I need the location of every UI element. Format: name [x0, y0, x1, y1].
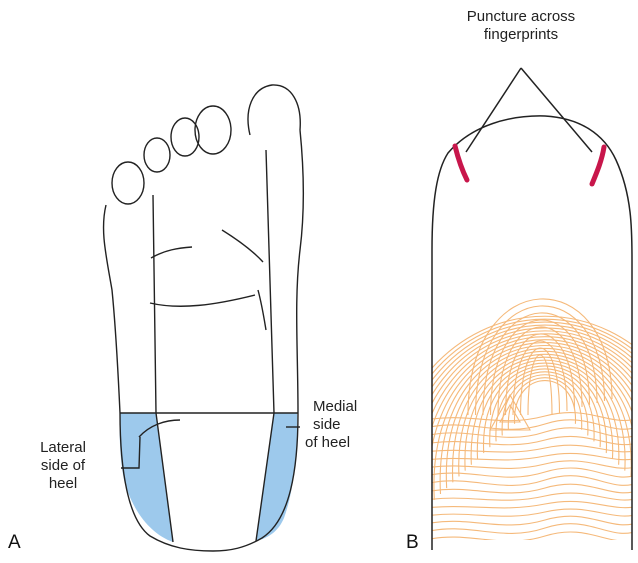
- toe-2: [195, 106, 231, 154]
- medial-label-line-2: side: [305, 416, 385, 434]
- finger-outline: [432, 116, 632, 550]
- finger-drawing: [432, 68, 632, 550]
- panel-b-letter: B: [406, 532, 419, 554]
- puncture-mark-right: [592, 147, 604, 184]
- puncture-marks: [455, 146, 604, 184]
- panel-a-letter: A: [8, 532, 21, 554]
- sole-crease-2: [222, 230, 263, 262]
- medial-label-line-3: of heel: [305, 434, 385, 452]
- lateral-label-line-1: Lateral: [28, 439, 98, 457]
- toe-4: [144, 138, 170, 172]
- toe-5: [112, 162, 144, 204]
- lateral-heel-label: Lateral side of heel: [28, 439, 98, 493]
- sole-crease-1: [151, 247, 192, 258]
- lateral-label-line-3: heel: [28, 475, 98, 493]
- puncture-label-line-1: Puncture across: [441, 8, 601, 26]
- medial-heel-area: [256, 413, 297, 541]
- medial-label-line-1: Medial: [305, 398, 385, 416]
- sole-crease-4: [258, 290, 266, 330]
- puncture-leader-right: [521, 68, 592, 152]
- medial-heel-label: Medial side of heel: [305, 398, 385, 452]
- puncture-label: Puncture across fingerprints: [441, 8, 601, 44]
- fingerprint-ridges: [378, 299, 638, 553]
- toe-3: [171, 118, 199, 156]
- lateral-label-line-2: side of: [28, 457, 98, 475]
- foot-drawing: [104, 85, 304, 551]
- puncture-mark-left: [455, 146, 467, 180]
- sole-crease-3: [150, 295, 255, 306]
- puncture-label-line-2: fingerprints: [441, 26, 601, 44]
- puncture-leader-left: [466, 68, 521, 152]
- big-toe: [248, 85, 300, 135]
